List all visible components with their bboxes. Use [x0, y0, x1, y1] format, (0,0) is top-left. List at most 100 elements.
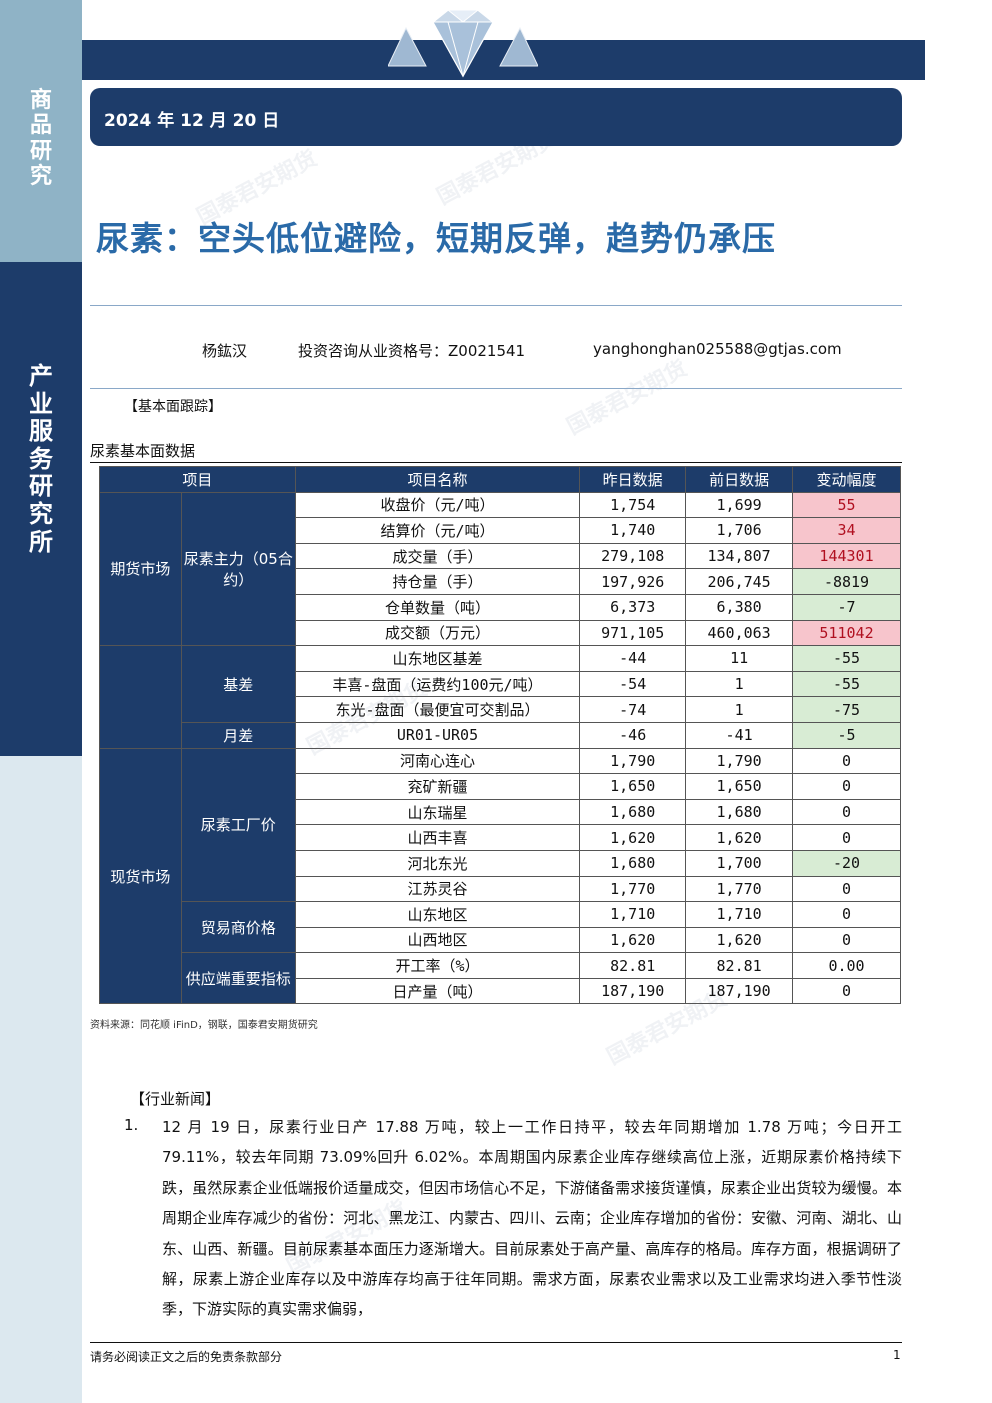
row-yesterday: 971,105: [579, 619, 687, 647]
group-spot: 现货市场: [99, 747, 182, 1005]
table-row: 仓单数量（吨） 6,373 6,380 -7: [100, 593, 901, 621]
group-main-contract: 尿素主力（05合约）: [180, 491, 296, 647]
group-month-spread: 月差: [180, 721, 296, 749]
author-email[interactable]: yanghonghan025588@gtjas.com: [593, 340, 842, 358]
header-yesterday: 昨日数据: [579, 466, 687, 493]
row-previous: 1: [685, 670, 794, 698]
row-previous: 6,380: [685, 593, 794, 621]
row-name: UR01-UR05: [294, 721, 581, 749]
row-yesterday: -44: [579, 645, 687, 672]
row-name: 兖矿新疆: [294, 773, 581, 800]
table-row: 日产量（吨） 187,190 187,190 0: [100, 977, 901, 1005]
row-yesterday: 1,710: [579, 901, 687, 928]
row-name: 仓单数量（吨）: [294, 593, 581, 621]
row-yesterday: 197,926: [579, 568, 687, 595]
author-divider: [90, 388, 902, 389]
row-change: 55: [792, 491, 901, 519]
sidebar-institute-label: 产业服务研究所: [29, 361, 53, 556]
author-name: 杨鈜汉: [202, 342, 248, 360]
row-previous: 1,790: [685, 747, 794, 775]
page-number: 1: [893, 1348, 901, 1362]
table-title: 尿素基本面数据: [90, 442, 196, 460]
title-divider: [90, 305, 902, 306]
sidebar-commodity-research-label: 商品研究: [29, 87, 52, 189]
row-yesterday: 1,790: [579, 747, 687, 775]
table-row: 成交量（手） 279,108 134,807 144301: [100, 542, 901, 570]
table-row: 山西地区 1,620 1,620 0: [100, 926, 901, 954]
row-previous: 134,807: [685, 542, 794, 570]
header-previous: 前日数据: [685, 466, 794, 493]
watermark: 国泰君安期货: [563, 356, 692, 441]
header-change: 变动幅度: [792, 466, 901, 493]
footer-disclaimer: 请务必阅读正文之后的免责条款部分: [90, 1350, 283, 1364]
row-change: -8819: [792, 568, 901, 595]
row-name: 山东地区基差: [294, 645, 581, 672]
table-row: 河北东光 1,680 1,700 -20: [100, 849, 901, 877]
row-change: -55: [792, 670, 901, 698]
row-name: 成交量（手）: [294, 542, 581, 570]
author-license: 投资咨询从业资格号：Z0021541: [298, 342, 526, 360]
news-item-text: 12 月 19 日，尿素行业日产 17.88 万吨，较上一工作日持平，较去年同期…: [162, 1118, 902, 1319]
group-trader-price: 贸易商价格: [180, 901, 296, 954]
row-yesterday: 279,108: [579, 542, 687, 570]
row-yesterday: 1,650: [579, 773, 687, 800]
group-factory-price: 尿素工厂价: [180, 747, 296, 903]
header-item-name: 项目名称: [294, 466, 581, 493]
section-fundamental-label: 【基本面跟踪】: [124, 399, 222, 415]
row-change: 0: [792, 773, 901, 800]
table-row: 月差 UR01-UR05 -46 -41 -5: [100, 721, 901, 749]
group-futures-blank: [99, 645, 182, 749]
row-previous: 1,620: [685, 824, 794, 851]
sidebar-lower-panel: [0, 756, 82, 1403]
sidebar-bottom-panel: [0, 262, 82, 756]
table-row: 供应端重要指标 开工率（%） 82.81 82.81 0.00: [100, 952, 901, 1005]
row-name: 丰喜-盘面（运费约100元/吨）: [294, 670, 581, 698]
row-change: -55: [792, 645, 901, 672]
row-change: 0: [792, 747, 901, 775]
row-name: 山东瑞星: [294, 798, 581, 826]
row-previous: 1,650: [685, 773, 794, 800]
report-title: 尿素：空头低位避险，短期反弹，趋势仍承压: [96, 219, 776, 258]
table-row: 山西丰喜 1,620 1,620 0: [100, 824, 901, 851]
row-change: 0: [792, 977, 901, 1005]
footer-divider: [90, 1342, 902, 1343]
fundamental-data-table: 项目 项目名称 昨日数据 前日数据 变动幅度 期货市场 尿素主力（05合约） 收…: [99, 466, 901, 1005]
row-yesterday: 187,190: [579, 977, 687, 1005]
row-previous: 1,710: [685, 901, 794, 928]
data-source-note: 资料来源：同花顺 iFinD，钢联，国泰君安期货研究: [90, 1020, 318, 1031]
row-previous: 1,680: [685, 798, 794, 826]
row-previous: 187,190: [685, 977, 794, 1005]
row-change: -7: [792, 593, 901, 621]
row-yesterday: 1,740: [579, 517, 687, 544]
row-yesterday: 6,373: [579, 593, 687, 621]
row-previous: 1,620: [685, 926, 794, 954]
table-row: 持仓量（手） 197,926 206,745 -8819: [100, 568, 901, 595]
report-date: 2024 年 12 月 20 日: [104, 111, 280, 131]
row-name: 成交额（万元）: [294, 619, 581, 647]
row-name: 河南心连心: [294, 747, 581, 775]
row-name: 江苏灵谷: [294, 875, 581, 903]
group-futures: 期货市场: [99, 491, 182, 647]
row-change: 0: [792, 926, 901, 954]
table-title-underline: [90, 462, 902, 463]
header-item: 项目: [99, 466, 296, 493]
sidebar-top-panel: [0, 0, 82, 262]
table-row: 结算价（元/吨） 1,740 1,706 34: [100, 517, 901, 544]
row-change: -5: [792, 721, 901, 749]
table-header-row: 项目 项目名称 昨日数据 前日数据 变动幅度: [99, 466, 901, 493]
row-name: 日产量（吨）: [294, 977, 581, 1005]
row-previous: 11: [685, 645, 794, 672]
table-row: 丰喜-盘面（运费约100元/吨） -54 1 -55: [100, 670, 901, 698]
row-yesterday: 1,620: [579, 824, 687, 851]
row-change: -20: [792, 849, 901, 877]
row-change: 0: [792, 824, 901, 851]
section-news-label: 【行业新闻】: [130, 1090, 221, 1108]
row-yesterday: 82.81: [579, 952, 687, 979]
row-change: 511042: [792, 619, 901, 647]
row-previous: 1,700: [685, 849, 794, 877]
row-name: 山东地区: [294, 901, 581, 928]
row-name: 收盘价（元/吨）: [294, 491, 581, 519]
row-previous: 460,063: [685, 619, 794, 647]
row-previous: 82.81: [685, 952, 794, 979]
row-name: 开工率（%）: [294, 952, 581, 979]
